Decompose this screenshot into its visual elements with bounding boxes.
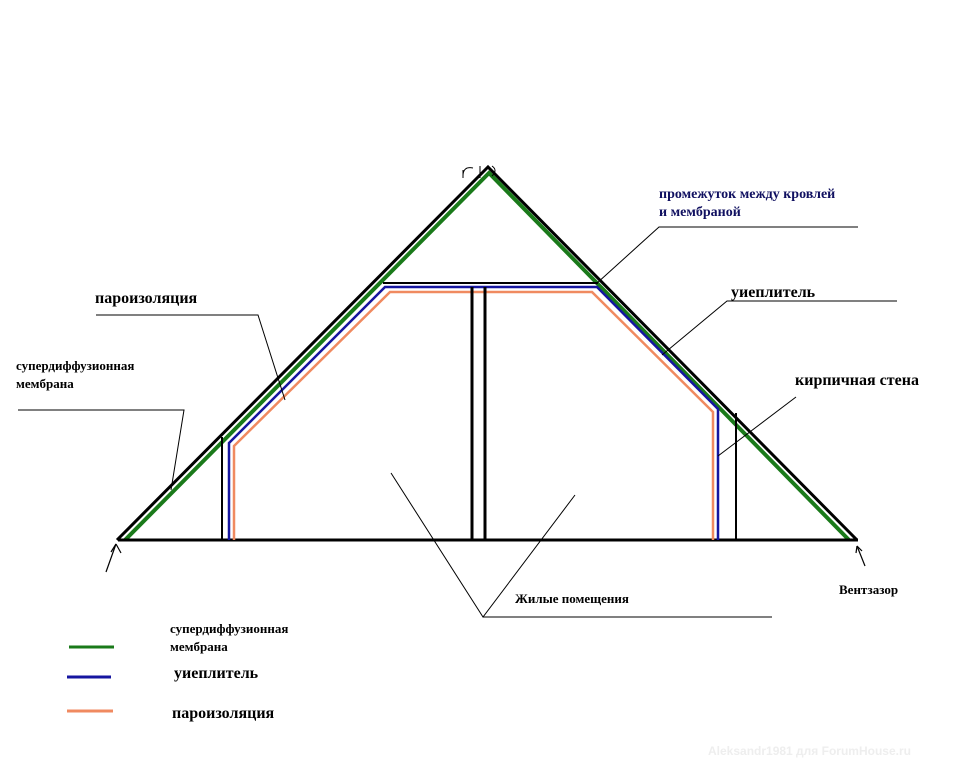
legend-label-vapor-barrier: пароизоляция xyxy=(172,705,275,722)
ridge-vent-arrow xyxy=(462,165,496,178)
leader-gap xyxy=(595,226,858,285)
insulation-line xyxy=(227,285,720,540)
membrane-line xyxy=(123,170,851,542)
label-vent-gap: Вентзазор xyxy=(839,582,899,597)
leader-insulation xyxy=(661,300,897,356)
roof-outline xyxy=(115,164,859,542)
right-vent-arrow xyxy=(855,545,866,567)
leader-membrane xyxy=(18,409,185,491)
label-gap: промежуток между кровлей xyxy=(659,187,836,202)
label-insulation: уиеплитель xyxy=(731,284,816,301)
leader-lines xyxy=(18,226,897,618)
label-living-rooms: Жилые помещения xyxy=(515,591,629,606)
label-gap-line2: и мембраной xyxy=(659,205,741,220)
label-brick-wall: кирпичная стена xyxy=(795,372,919,389)
legend-label-insulation: уиеплитель xyxy=(174,665,259,682)
label-vapor-barrier: пароизоляция xyxy=(95,290,198,307)
label-membrane: супердиффузионная xyxy=(16,358,135,373)
leader-vapor xyxy=(96,314,286,401)
legend-label-membrane-line2: мембрана xyxy=(170,639,228,654)
legend-label-membrane: супердиффузионная xyxy=(170,621,289,636)
label-membrane-line2: мембрана xyxy=(16,376,74,391)
vapor-barrier-line xyxy=(232,290,715,540)
leader-brick-wall xyxy=(717,396,797,457)
watermark: Aleksandr1981 для ForumHouse.ru xyxy=(708,744,911,758)
left-vent-arrow xyxy=(105,543,122,573)
